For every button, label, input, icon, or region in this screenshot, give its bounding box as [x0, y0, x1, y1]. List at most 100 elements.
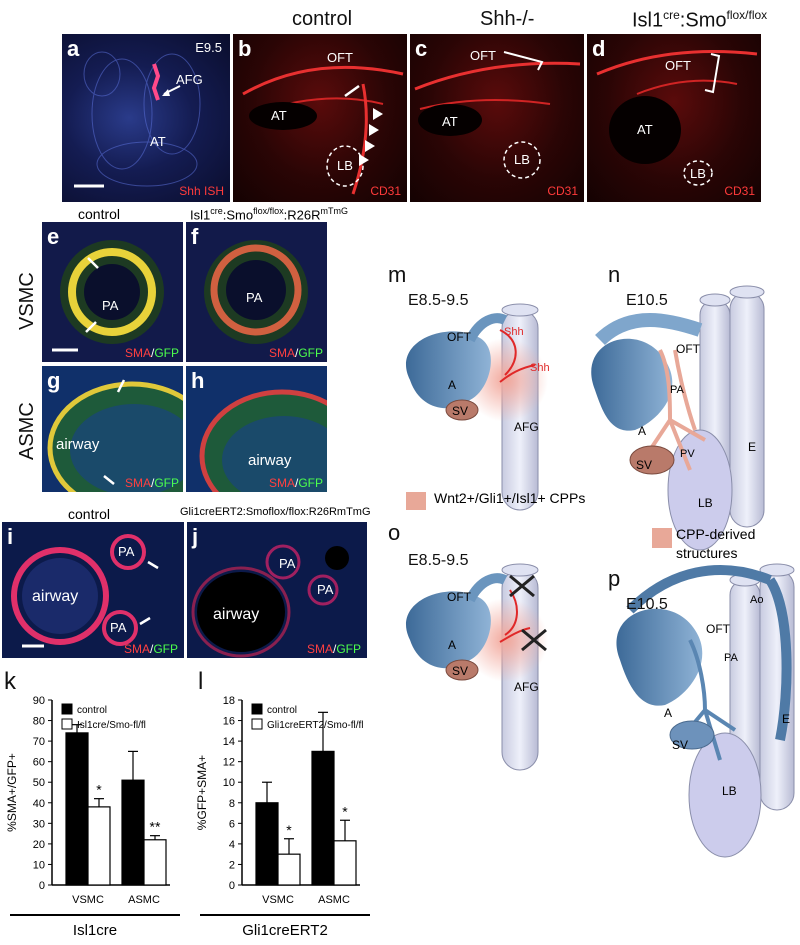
stain-red: SMA	[123, 642, 150, 656]
panel-letter-g: g	[47, 368, 61, 393]
label-oft: OFT	[447, 330, 471, 344]
arrow-icon	[103, 475, 115, 485]
y-tick-label: 12	[223, 757, 235, 769]
y-tick-label: 18	[223, 695, 235, 707]
legend-label: Gli1creERT2/Smo-fl/fl	[267, 720, 364, 731]
panel-letter-o: o	[388, 520, 401, 545]
cross-icon	[521, 628, 547, 652]
label-lb: LB	[514, 152, 530, 167]
label-lb: LB	[690, 166, 706, 181]
bar	[143, 839, 167, 886]
label-oft: OFT	[665, 58, 691, 73]
x-tick-label: VSMC	[262, 894, 294, 906]
panel-letter-d: d	[592, 36, 606, 61]
arrow-icon	[147, 560, 159, 570]
arrowhead-icon	[369, 124, 379, 136]
bar	[65, 732, 89, 886]
label-lb: LB	[698, 496, 713, 510]
stain-sma-gfp: SMA/GFP	[269, 476, 323, 490]
stain-cd31: CD31	[547, 184, 578, 198]
y-tick-label: 20	[33, 839, 45, 851]
bracket-icon	[704, 53, 721, 94]
panel-letter-n: n	[608, 262, 621, 287]
group-label: Gli1creERT2	[242, 922, 328, 939]
arrow-icon	[139, 616, 151, 626]
gli1-mutant-image	[191, 544, 349, 658]
stage-n: E10.5	[626, 292, 668, 309]
bar	[255, 802, 279, 886]
chart-l: 024681012141618%GFP+SMA+controlGli1creER…	[195, 695, 370, 939]
label-pv: PV	[680, 448, 695, 460]
label-lb: LB	[722, 784, 737, 798]
header-isl1-smo: Isl1cre:Smoflox/flox	[632, 8, 768, 32]
legend-swatch	[61, 718, 73, 730]
y-tick-label: 10	[33, 859, 45, 871]
panel-h: h airway SMA/GFP	[186, 366, 327, 492]
stain-cd31: CD31	[724, 184, 755, 198]
label-pa: PA	[110, 620, 127, 635]
y-tick-label: 40	[33, 798, 45, 810]
bracket-icon	[503, 51, 544, 71]
label-sv: SV	[636, 458, 653, 472]
header-shh: Shh-/-	[480, 8, 535, 30]
header-control-efgh: control	[78, 206, 121, 222]
group-label: Isl1cre	[73, 922, 117, 939]
stain-red: SMA	[124, 476, 151, 490]
bar	[311, 750, 335, 886]
panel-d: d OFT AT LB CD31	[587, 34, 761, 202]
bar	[277, 853, 301, 886]
y-tick-label: 2	[229, 859, 235, 871]
stain-sep: /	[150, 346, 155, 360]
y-tick-label: 30	[33, 818, 45, 830]
bar	[333, 840, 357, 886]
header-sup: cre	[210, 206, 223, 216]
panel-letter-l: l	[198, 668, 204, 695]
label-lb: LB	[337, 158, 353, 173]
legend-structures-1: CPP-derived	[676, 526, 756, 542]
diagram-m	[406, 303, 548, 511]
stain-green: GFP	[298, 476, 323, 490]
panel-letter-j: j	[192, 524, 199, 549]
stain-sma-gfp: SMA/GFP	[125, 346, 179, 360]
y-tick-label: 70	[33, 736, 45, 748]
label-afg: AFG	[514, 420, 539, 434]
label-e: E	[748, 440, 757, 454]
header-mutant-ij: Gli1creERT2:Smoflox/flox:R26RmTmG	[180, 506, 371, 518]
panel-i: i PA airway PA SMA/GFP	[2, 522, 184, 658]
x-tick-label: VSMC	[72, 894, 104, 906]
panel-letter-p: p	[608, 566, 621, 591]
arrow-icon	[344, 84, 360, 98]
label-pa: PA	[724, 652, 738, 664]
gli1-control-image	[11, 534, 159, 648]
legend-swatch-structures	[652, 528, 672, 548]
label-pa: PA	[118, 544, 135, 559]
label-shh: Shh	[504, 326, 524, 338]
arrowhead-icon	[373, 108, 383, 120]
label-pa: PA	[246, 290, 263, 305]
header-text: :Smo	[222, 207, 254, 223]
x-tick-label: ASMC	[128, 894, 160, 906]
stain-sma-gfp: SMA/GFP	[269, 346, 323, 360]
cd31-image	[242, 65, 404, 195]
label-at: AT	[271, 108, 287, 123]
x-tick-label: ASMC	[318, 894, 350, 906]
legend-label: Isl1cre/Smo-fl/fl	[77, 720, 146, 731]
legend-swatch	[61, 703, 73, 715]
y-tick-label: 0	[39, 880, 45, 892]
diagram-o	[406, 563, 548, 771]
y-axis-label: %GFP+SMA+	[195, 755, 209, 830]
label-pa: PA	[102, 298, 119, 313]
significance-label: *	[286, 822, 292, 838]
asmc-mutant-image	[199, 389, 327, 492]
vsmc-mutant-image	[204, 240, 308, 344]
label-at: AT	[637, 122, 653, 137]
label-airway: airway	[56, 436, 100, 453]
label-airway: airway	[32, 588, 79, 605]
stain-green: GFP	[154, 346, 179, 360]
asmc-control-image	[47, 379, 183, 492]
stain-red: SMA	[124, 346, 151, 360]
stain-green: GFP	[154, 476, 179, 490]
stain-sep: /	[294, 476, 299, 490]
charts-svg: 0102030405060708090%SMA+/GFP+controlIsl1…	[5, 695, 370, 939]
y-tick-label: 0	[229, 880, 235, 892]
